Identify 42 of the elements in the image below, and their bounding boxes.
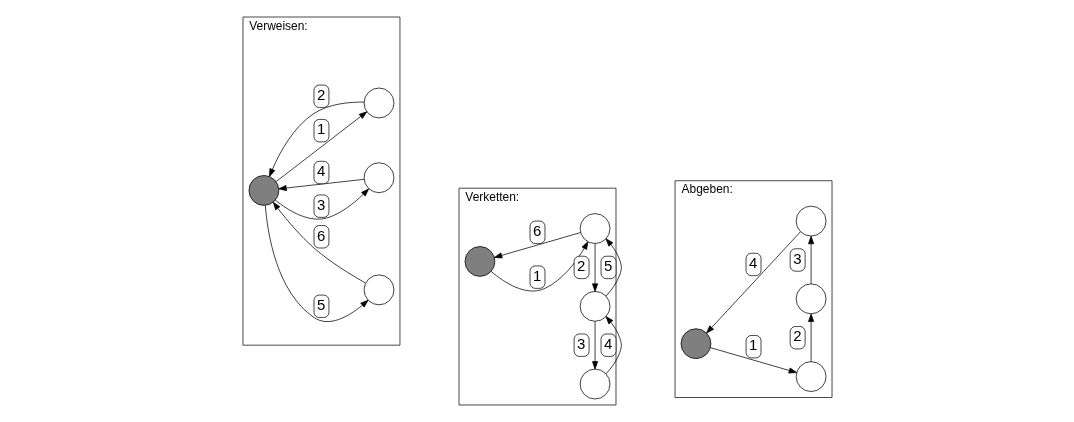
edge-label: 5 xyxy=(603,257,612,275)
edge-label: 2 xyxy=(316,85,325,103)
edge-label: 4 xyxy=(748,254,757,272)
arrow xyxy=(591,243,598,292)
edge-label: 2 xyxy=(792,327,801,345)
node-circle xyxy=(579,291,610,322)
arrow xyxy=(705,231,801,334)
arrow xyxy=(807,313,814,362)
node-circle xyxy=(795,283,826,315)
arrow xyxy=(493,232,581,259)
edge-label: 3 xyxy=(576,334,585,352)
arrow xyxy=(605,316,622,375)
edge-label: 4 xyxy=(603,334,612,352)
arrow xyxy=(807,235,814,285)
edge-label: 3 xyxy=(316,195,325,213)
node-circle xyxy=(579,368,610,400)
edge-label: 2 xyxy=(576,257,585,275)
edge-label: 5 xyxy=(316,296,325,314)
edge-label: 1 xyxy=(748,336,757,354)
edge-label: 3 xyxy=(792,249,801,267)
arrow xyxy=(268,101,364,177)
node-circle xyxy=(795,205,826,237)
arrow xyxy=(264,205,368,322)
node-circle xyxy=(363,87,394,119)
edge-label: 4 xyxy=(316,162,325,180)
node-circle xyxy=(795,361,826,392)
arrow xyxy=(272,201,366,284)
arrow xyxy=(709,347,797,374)
arrow xyxy=(605,238,622,297)
node-circle xyxy=(248,175,279,206)
arrow xyxy=(591,321,598,370)
node-circle xyxy=(579,213,610,244)
node-circle xyxy=(464,246,495,277)
edge-label: 1 xyxy=(532,266,541,284)
edge-label: 6 xyxy=(316,226,325,244)
edge-label: 6 xyxy=(532,222,541,240)
node-circle xyxy=(363,274,394,306)
edge-label: 1 xyxy=(316,120,325,138)
node-circle xyxy=(680,328,711,359)
arrow xyxy=(277,178,364,191)
arrow xyxy=(274,188,369,220)
node-circle xyxy=(363,162,394,194)
